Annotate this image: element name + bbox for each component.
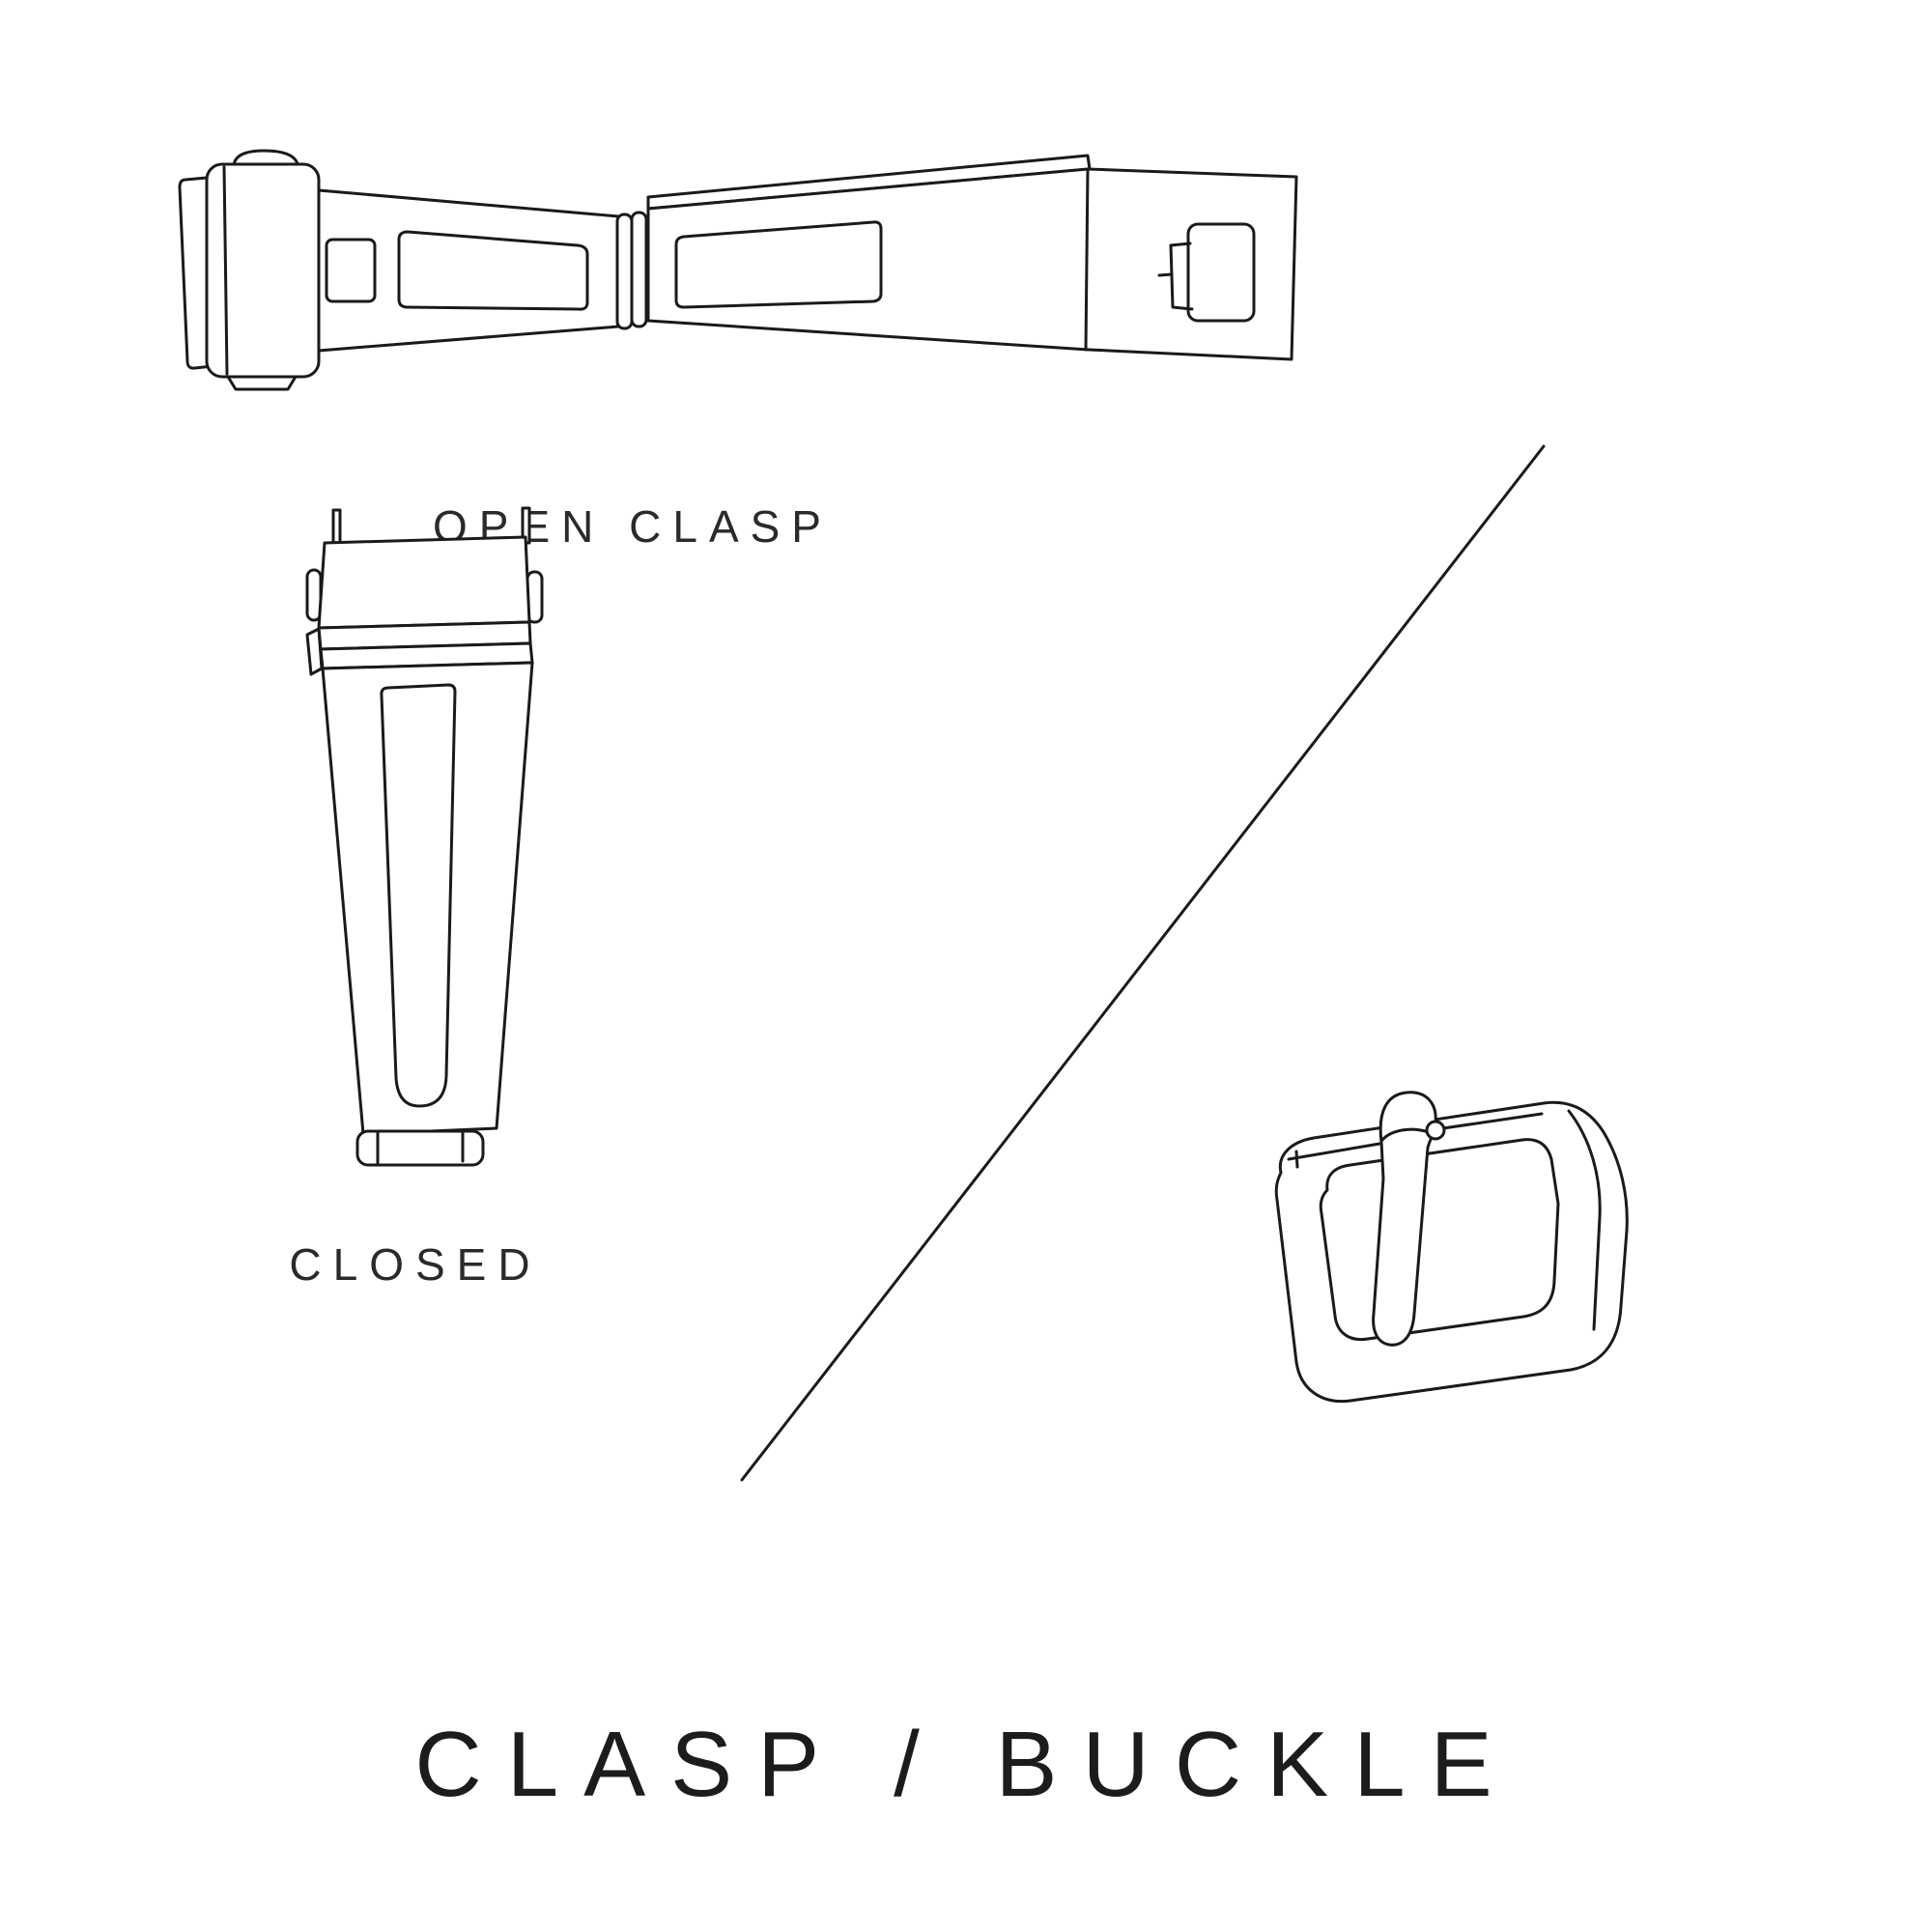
buckle-illustration [1274, 1091, 1629, 1404]
diagram-title: CLASP / BUCKLE [414, 1713, 1518, 1816]
closed-clasp-band-strips [305, 620, 534, 676]
buckle-pin-bar [1287, 1112, 1544, 1169]
open-clasp-right-arm [646, 154, 1298, 361]
closed-clasp-top-block [305, 535, 544, 630]
closed-clasp-illustration [305, 506, 544, 1167]
open-clasp-illustration [178, 149, 1298, 391]
closed-clasp-label: CLOSED [289, 1239, 542, 1290]
buckle-prong [1372, 1091, 1446, 1347]
open-clasp-hinge [615, 211, 648, 330]
open-clasp-left-arm [317, 188, 620, 353]
open-clasp-left-end [178, 149, 321, 391]
buckle-frame [1274, 1100, 1629, 1404]
closed-clasp-body [321, 661, 534, 1167]
